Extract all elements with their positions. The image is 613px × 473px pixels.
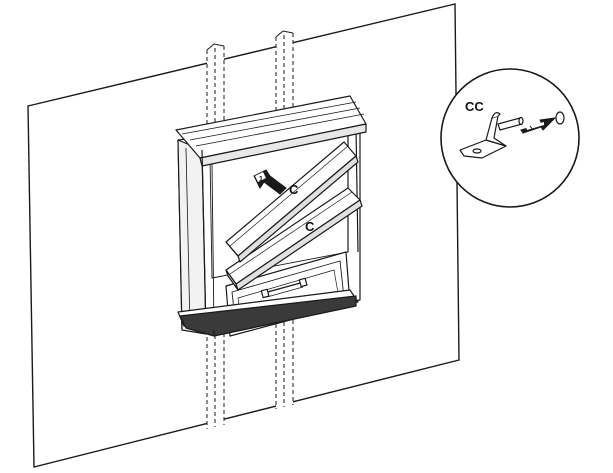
- cabinet-left-side: [177, 139, 207, 335]
- shelf-lower-label: C: [305, 219, 315, 234]
- shelf-pin-part: [459, 111, 565, 159]
- shelf-upper-label: C: [289, 182, 299, 197]
- shelf-upper: [225, 141, 359, 263]
- detail-part-label: CC: [465, 99, 484, 114]
- detail-callout: CC: [440, 68, 580, 208]
- shelf-lower: [225, 187, 363, 291]
- drawer-handle: [260, 277, 308, 299]
- numbered-step-arrow-icon: 1: [253, 169, 287, 195]
- push-arrow-icon: [520, 117, 557, 134]
- step-badge-number: 1: [259, 176, 263, 183]
